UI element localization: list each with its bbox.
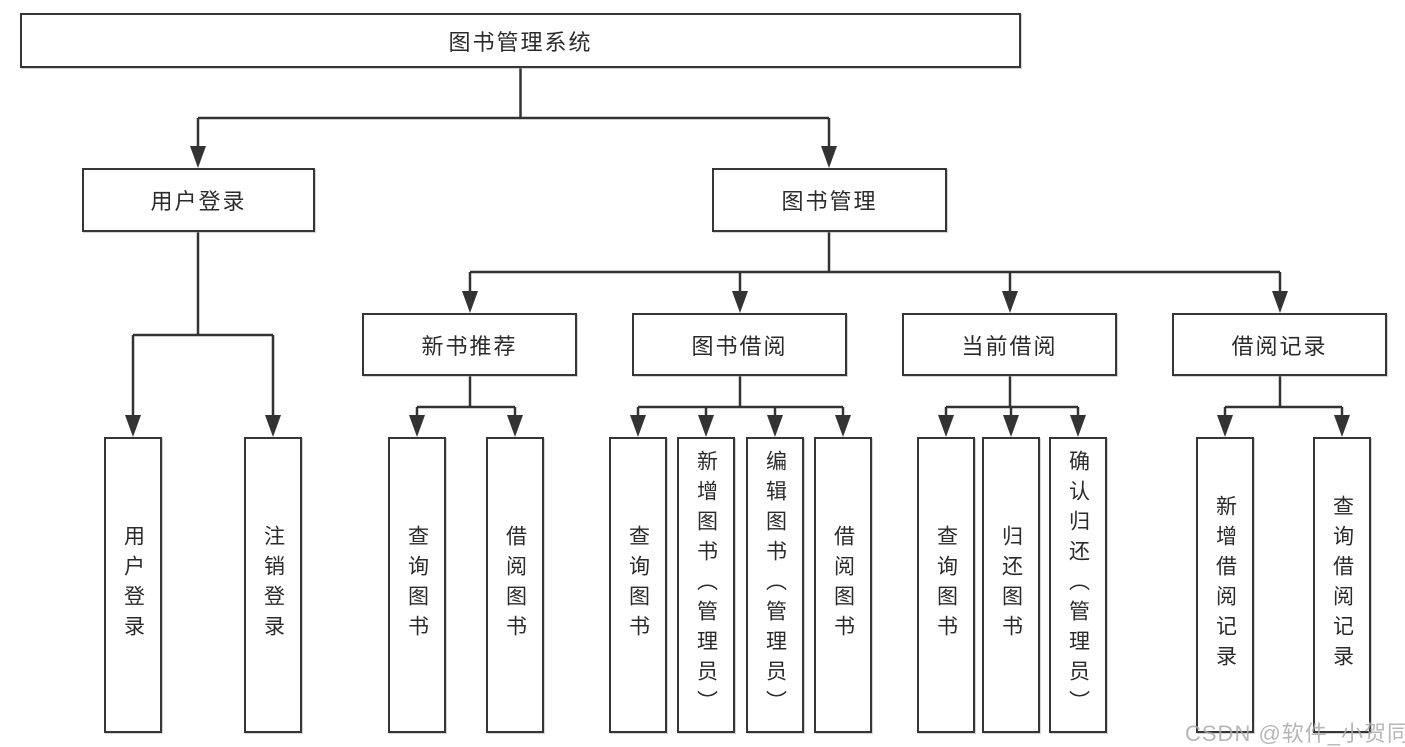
node-user-login: 用户登录: [82, 168, 315, 232]
node-borrow-records: 借阅记录: [1172, 313, 1387, 376]
node-book-borrow: 图书借阅: [632, 313, 847, 376]
leaf-query-books-borrow: 查询图书: [609, 437, 667, 733]
leaf-user-login: 用户登录: [104, 437, 162, 733]
node-book-management: 图书管理: [712, 168, 947, 232]
watermark-text: CSDN @软件_小贺同学: [1185, 721, 1405, 746]
leaf-query-borrow-record: 查询借阅记录: [1313, 437, 1371, 733]
leaf-borrow-books: 借阅图书: [814, 437, 872, 733]
leaf-add-books-admin: 新增图书（管理员）: [677, 437, 735, 733]
leaf-return-books: 归还图书: [982, 437, 1040, 733]
leaf-logout: 注销登录: [244, 437, 302, 733]
leaf-add-borrow-record: 新增借阅记录: [1196, 437, 1254, 733]
node-new-book-recommend: 新书推荐: [362, 313, 577, 376]
leaf-borrow-books-recommend: 借阅图书: [486, 437, 544, 733]
node-current-borrow: 当前借阅: [902, 313, 1117, 376]
node-root: 图书管理系统: [20, 13, 1021, 68]
leaf-edit-books-admin: 编辑图书（管理员）: [746, 437, 804, 733]
leaf-confirm-return-admin: 确认归还（管理员）: [1049, 437, 1107, 733]
leaf-query-books-recommend: 查询图书: [388, 437, 446, 733]
leaf-query-books-current: 查询图书: [917, 437, 975, 733]
